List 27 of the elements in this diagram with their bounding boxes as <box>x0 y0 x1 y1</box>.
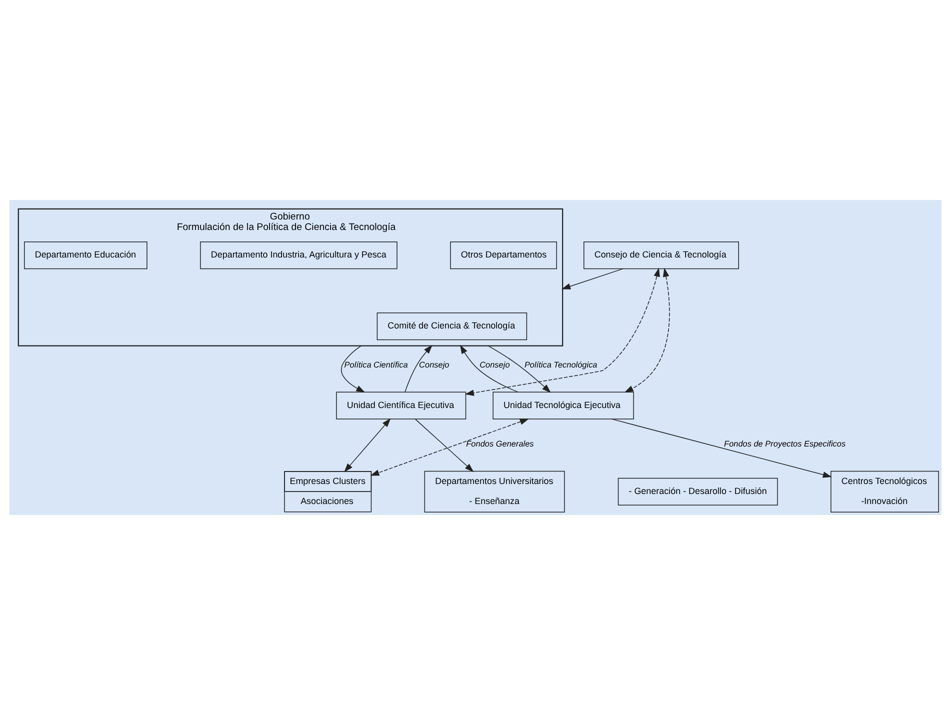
edge-label: Fondos Generales <box>466 439 534 448</box>
edge-label: Política Tecnológica <box>524 360 598 369</box>
node-box: Departamento Educación <box>24 240 148 269</box>
edge-label: Consejo <box>419 360 450 369</box>
node-box: Consejo de Ciencia & Tecnología <box>584 240 739 269</box>
arrow <box>562 268 624 289</box>
arrow <box>611 418 832 478</box>
node-box: Otros Departamentos <box>450 240 557 269</box>
arrow <box>370 418 529 476</box>
arrow <box>460 344 519 392</box>
edge-label: Consejo <box>480 360 510 369</box>
node-box: Departamento Industria, Agricultura y Pesca <box>200 240 398 269</box>
arrow <box>404 344 432 392</box>
node-box: Centros Tecnológicos -Innovación <box>830 470 939 512</box>
edge-label: Fondos de Proyectos Especificos <box>724 439 846 448</box>
arrow <box>344 418 391 472</box>
node-box: Unidad Científica Ejecutiva <box>336 391 466 419</box>
edge-label: Política Científica <box>344 360 408 369</box>
arrow <box>624 267 670 392</box>
node-box: - Generación - Desarollo - Difusión <box>618 477 778 505</box>
arrow <box>414 418 474 472</box>
node-box: Comité de Ciencia & Tecnología <box>376 312 528 340</box>
node-box: Unidad Tecnológica Ejecutiva <box>492 391 634 419</box>
arrow <box>340 344 366 392</box>
node-box: Departamentos Universitarios - Enseñanza <box>424 470 565 512</box>
arrow <box>464 267 660 396</box>
arrow <box>488 344 551 392</box>
